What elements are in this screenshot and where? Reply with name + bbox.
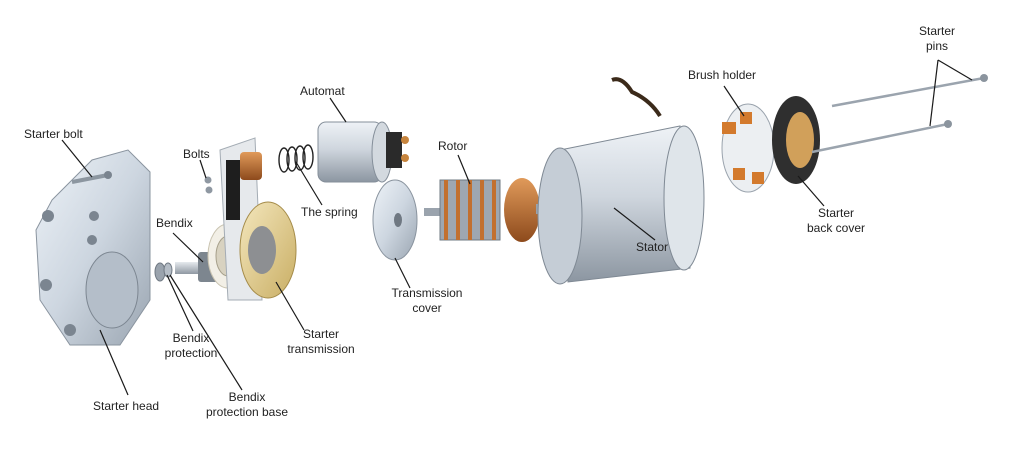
label-starter-pins-line1: Starter (918, 24, 955, 38)
label-bendix-protection-line1: Bendix (172, 331, 210, 345)
label-bendix-protection-base: Bendix protection base (192, 390, 302, 420)
brush-holder-part (721, 103, 775, 193)
label-starter-head: Starter head (93, 399, 160, 413)
label-transmission-cover-line1: Transmission (391, 286, 463, 300)
label-automat: Automat (300, 84, 345, 98)
label-starter-bolt: Starter bolt (24, 127, 83, 141)
label-bendix: Bendix (156, 216, 193, 230)
rotor-part (424, 178, 554, 242)
label-starter-pins-line2: pins (925, 39, 948, 53)
bendix-protection-part (154, 262, 173, 282)
label-rotor: Rotor (438, 139, 468, 153)
label-bolts: Bolts (183, 147, 210, 161)
label-starter-transmission: Starter transmission (276, 327, 366, 357)
starter-head-part (35, 149, 151, 346)
label-transmission-cover: Transmission cover (377, 286, 477, 316)
label-starter-pins: Starter pins (906, 24, 968, 54)
starter-back-cover-part (772, 96, 820, 184)
label-brush-holder: Brush holder (688, 68, 757, 82)
starter-pins-part (811, 76, 985, 154)
starter-transmission-part (219, 137, 297, 301)
label-starter-transmission-line2: transmission (287, 342, 355, 356)
stator-part (537, 77, 705, 285)
label-starter-back-cover-line2: back cover (806, 221, 866, 235)
label-starter-transmission-line1: Starter (302, 327, 339, 341)
label-bendix-protection: Bendix protection (156, 331, 226, 361)
starter-bolt-part (71, 171, 112, 184)
label-transmission-cover-line2: cover (412, 301, 442, 315)
automat-part (317, 121, 409, 183)
label-bendix-protection-base-line1: Bendix (228, 390, 266, 404)
leader-lines (61, 59, 973, 396)
bolts-part (204, 176, 213, 194)
label-stator: Stator (636, 240, 669, 254)
label-the-spring: The spring (301, 205, 358, 219)
label-bendix-protection-line2: protection (164, 346, 218, 360)
transmission-cover-part (372, 179, 418, 261)
label-starter-back-cover-line1: Starter (817, 206, 854, 220)
spring-part (278, 144, 314, 173)
label-bendix-protection-base-line2: protection base (205, 405, 289, 419)
label-starter-back-cover: Starter back cover (786, 206, 886, 236)
